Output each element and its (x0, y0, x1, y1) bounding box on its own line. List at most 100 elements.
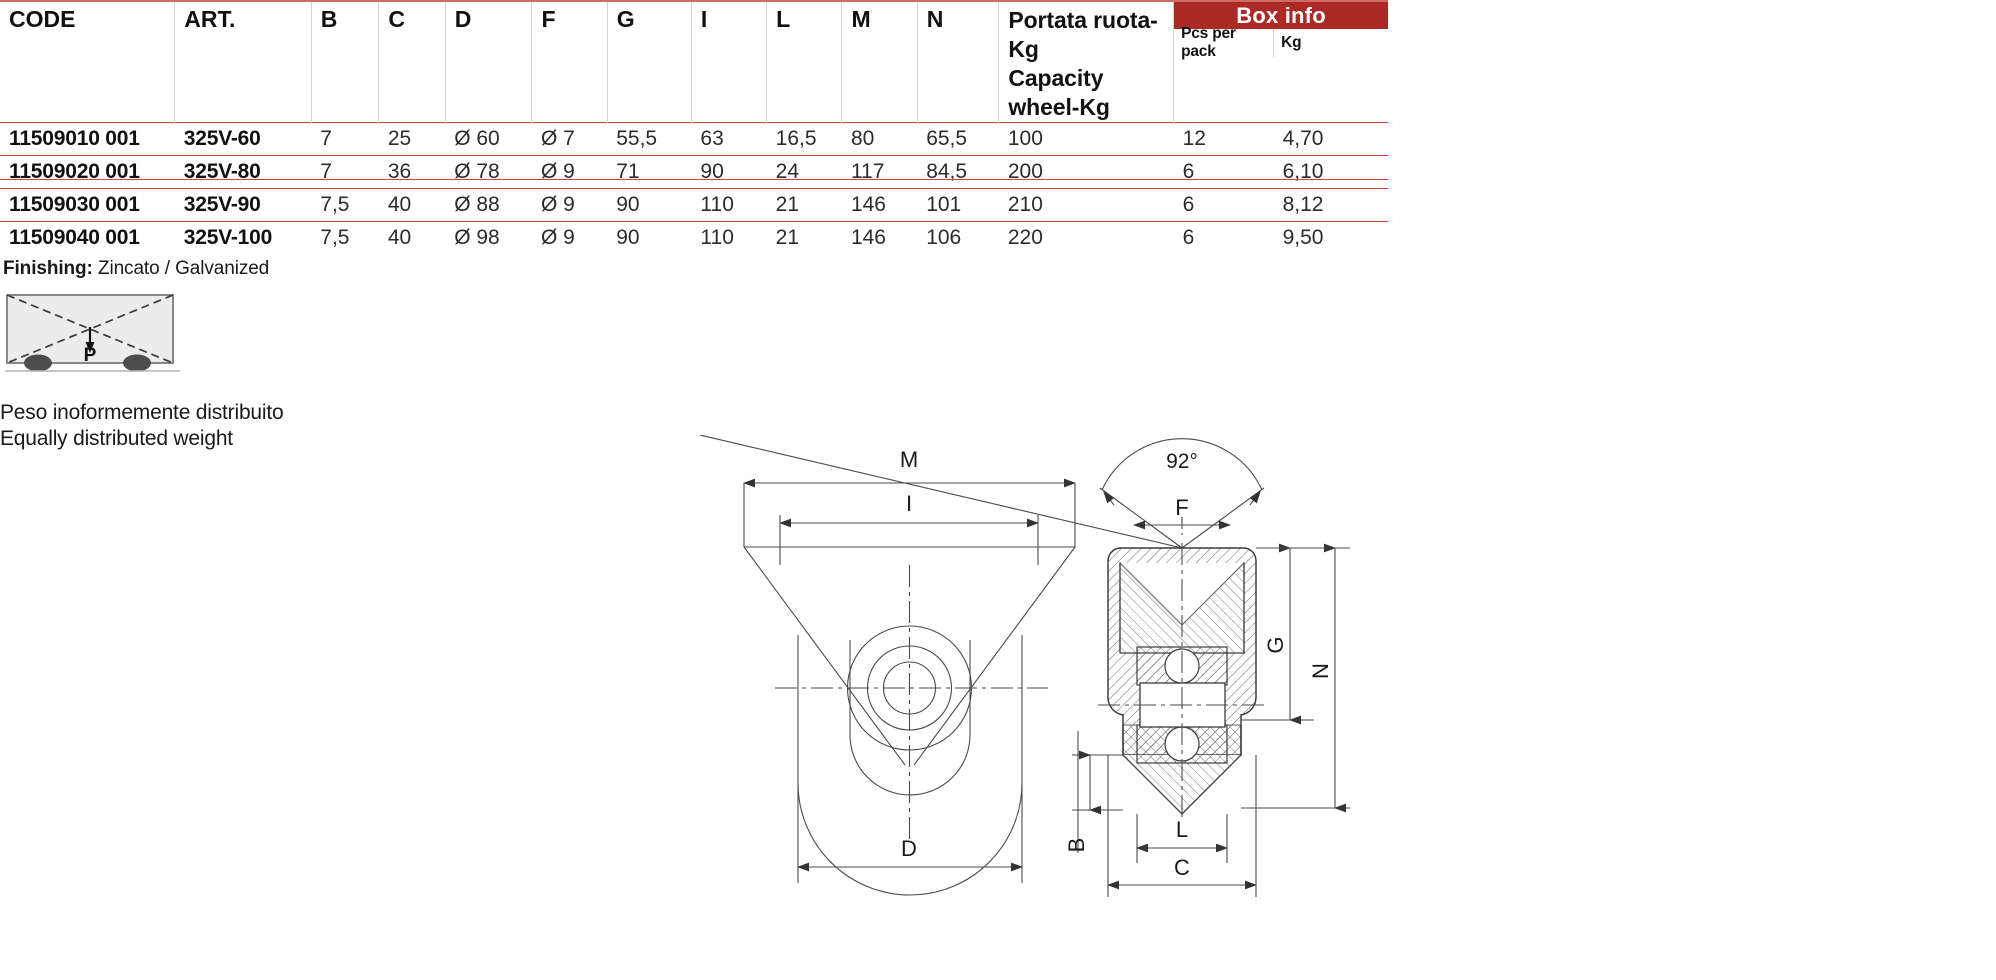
dim-label-angle: 92° (1166, 450, 1198, 473)
col-header-l: L (766, 0, 843, 123)
capacity-label-en: Capacity wheel-Kg (1008, 64, 1110, 120)
cell-g: 90 (607, 187, 692, 222)
cell-d: Ø 78 (445, 154, 532, 189)
cell-art: 325V-90 (174, 187, 312, 222)
cell-art: 325V-60 (174, 121, 312, 156)
cell-n: 65,5 (917, 121, 999, 156)
front-view (742, 478, 1077, 896)
cell-i: 110 (691, 187, 767, 222)
cell-capacity: 220 (998, 220, 1174, 255)
angle-ray-left2 (1099, 487, 1183, 549)
cell-n: 101 (917, 187, 999, 222)
col-header-m: M (841, 0, 918, 123)
cell-art: 325V-80 (174, 154, 312, 189)
col-header-n: N (917, 0, 1000, 123)
finishing-line: Finishing: Zincato / Galvanized (3, 258, 269, 280)
dim-label-b: B (1064, 838, 1089, 853)
col-header-art: ART. (174, 0, 312, 123)
cell-capacity: 100 (998, 121, 1174, 156)
load-caption-en: Equally distributed weight (0, 427, 233, 451)
cell-kg: 4,70 (1282, 126, 1324, 150)
col-header-f: F (531, 0, 608, 123)
cell-pcs: 12 (1182, 126, 1206, 150)
cell-d: Ø 60 (445, 121, 532, 156)
cell-d: Ø 98 (445, 220, 532, 255)
cell-code: 11509010 001 (0, 121, 175, 156)
table-bottom-rule (0, 179, 1388, 180)
cell-l: 21 (766, 187, 842, 222)
cell-l: 21 (766, 220, 842, 255)
cell-n: 84,5 (917, 154, 999, 189)
table-row: 11509010 001 325V-60 7 25 Ø 60 Ø 7 55,5 … (0, 121, 1388, 156)
col-header-pcs-per-pack: Pcs per pack (1174, 25, 1275, 60)
cell-c: 40 (378, 187, 446, 222)
dim-label-f: F (1175, 495, 1188, 520)
col-header-code: CODE (0, 0, 176, 123)
col-header-i: I (691, 0, 768, 123)
cell-c: 25 (378, 121, 446, 156)
capacity-label-it: Portata ruota-Kg (1008, 7, 1158, 62)
cell-g: 71 (607, 154, 692, 189)
cell-kg: 8,12 (1282, 192, 1324, 216)
dim-label-m: M (900, 447, 918, 472)
col-header-box-info: Box info Pcs per pack Kg (1173, 0, 1388, 123)
bracket-right-edge (913, 546, 1076, 766)
cell-box: 6 9,50 (1173, 220, 1388, 255)
dim-label-d: D (901, 836, 917, 861)
dim-label-n: N (1308, 663, 1333, 679)
cell-g: 55,5 (607, 121, 692, 156)
cell-code: 11509030 001 (0, 187, 175, 222)
cell-l: 16,5 (766, 121, 842, 156)
load-diagonal-2 (6, 294, 174, 364)
bracket-left-edge (743, 546, 906, 766)
cell-m: 146 (841, 187, 918, 222)
cell-f: Ø 9 (531, 154, 608, 189)
wheel-left-icon (24, 354, 52, 372)
cell-box: 6 8,12 (1173, 187, 1388, 222)
load-distribution-diagram: P (5, 293, 180, 373)
load-caption-it: Peso inoformemente distribuito (0, 401, 284, 424)
table-row: 11509020 001 325V-80 7 36 Ø 78 Ø 9 71 90… (0, 154, 1388, 189)
cell-m: 146 (841, 220, 918, 255)
wheel-outer-outline (797, 635, 1023, 896)
col-header-b: B (311, 0, 380, 123)
angle-ray-right (1181, 487, 1265, 549)
cell-b: 7,5 (311, 187, 379, 222)
cell-b: 7,5 (311, 220, 379, 255)
dim-label-i: I (906, 491, 912, 516)
cell-pcs: 6 (1182, 226, 1195, 250)
force-label-p: P (84, 345, 97, 366)
force-arrow-head (85, 342, 95, 353)
angle-ray-left (699, 434, 1183, 549)
angle-arc-92 (1101, 438, 1263, 491)
load-diagonal-1 (6, 294, 174, 364)
cell-n: 106 (917, 220, 999, 255)
cell-c: 40 (378, 220, 446, 255)
cell-i: 63 (691, 121, 767, 156)
col-header-capacity: Portata ruota-Kg Capacity wheel-Kg (998, 0, 1175, 123)
cell-pcs: 6 (1182, 159, 1195, 183)
dim-label-c: C (1174, 855, 1190, 880)
cell-d: Ø 88 (445, 187, 532, 222)
wheel-right-icon (123, 354, 151, 372)
table-row: 11509030 001 325V-90 7,5 40 Ø 88 Ø 9 90 … (0, 187, 1388, 222)
cell-b: 7 (311, 121, 379, 156)
cell-i: 90 (691, 154, 767, 189)
dim-label-l: L (1176, 817, 1188, 842)
load-diagram-svg: P (5, 294, 180, 372)
specification-table: CODE ART. B C D F G I L M N Portata ruot… (0, 0, 1388, 255)
cell-b: 7 (311, 154, 379, 189)
col-header-box-kg: Kg (1281, 34, 1302, 51)
col-header-d: D (445, 0, 533, 123)
cell-i: 110 (691, 220, 767, 255)
technical-drawing: M I D (699, 434, 1360, 905)
cell-code: 11509020 001 (0, 154, 175, 189)
cell-l: 24 (766, 154, 842, 189)
col-header-c: C (378, 0, 446, 123)
cell-f: Ø 9 (531, 220, 608, 255)
cell-m: 80 (841, 121, 918, 156)
box-info-title: Box info (1174, 2, 1388, 29)
table-body: 11509010 001 325V-60 7 25 Ø 60 Ø 7 55,5 … (0, 121, 1388, 255)
cell-box: 12 4,70 (1173, 121, 1388, 156)
angle-arrow-left (1103, 491, 1115, 506)
